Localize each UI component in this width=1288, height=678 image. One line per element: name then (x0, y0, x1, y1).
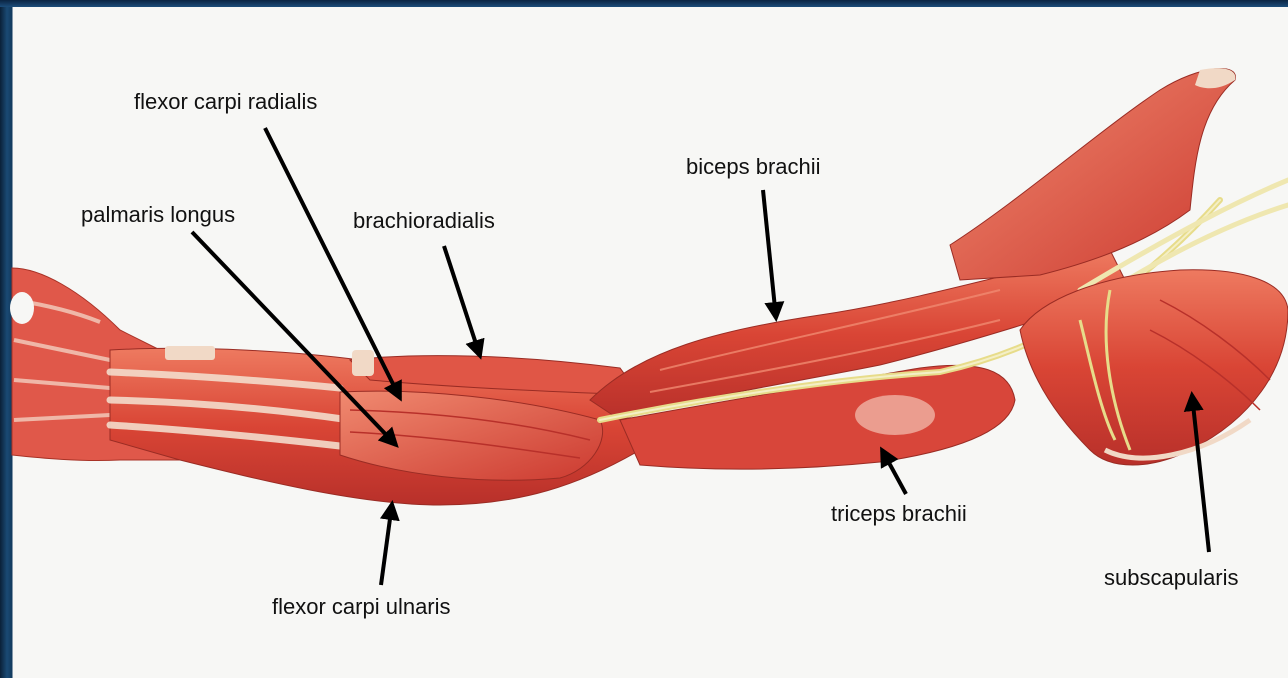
scapula-muscle (950, 69, 1235, 280)
label-flexor-carpi-ulnaris: flexor carpi ulnaris (272, 594, 451, 619)
arrow-biceps-brachii (763, 190, 776, 318)
label-biceps-brachii: biceps brachii (686, 154, 821, 179)
label-triceps-brachii: triceps brachii (831, 501, 967, 526)
arrow-brachioradialis (444, 246, 480, 356)
arm-illustration (10, 68, 1288, 505)
subscapularis-muscle (1020, 270, 1288, 465)
label-subscapularis: subscapularis (1104, 565, 1239, 590)
label-brachioradialis: brachioradialis (353, 208, 495, 233)
label-palmaris-longus: palmaris longus (81, 202, 235, 227)
arrow-flexor-carpi-ulnaris (381, 504, 392, 585)
label-flexor-carpi-radialis: flexor carpi radialis (134, 89, 317, 114)
